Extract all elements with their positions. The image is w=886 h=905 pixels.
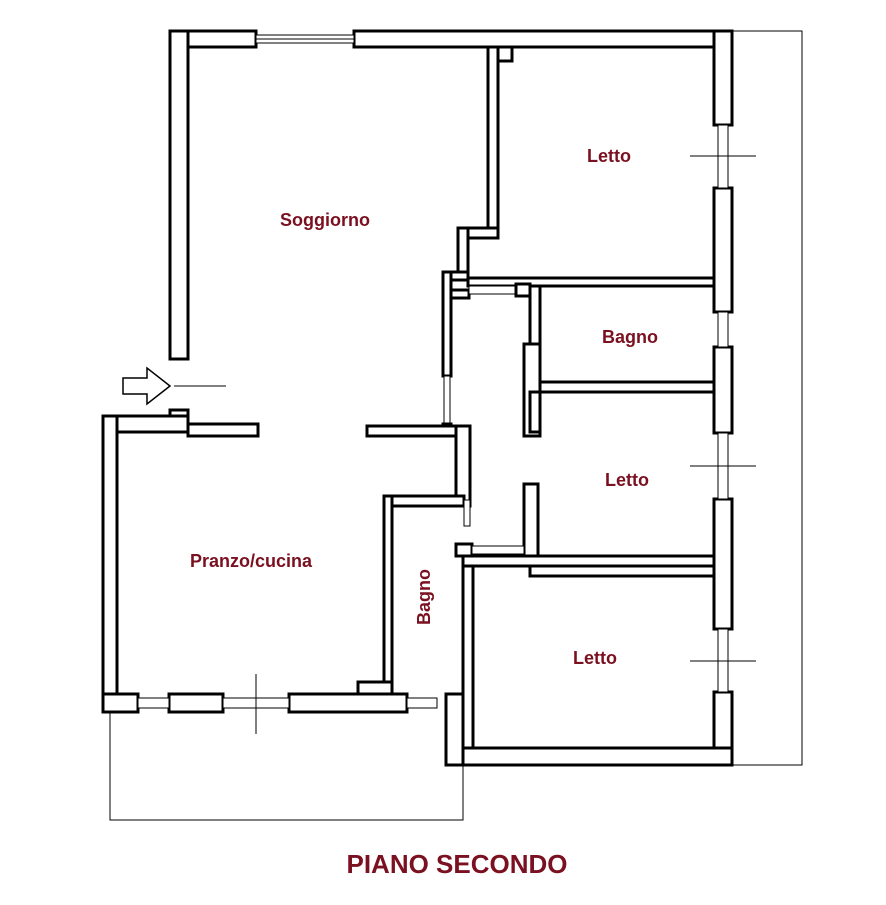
room-label-bagno-2: Bagno bbox=[414, 569, 434, 625]
interior-walls bbox=[186, 45, 716, 750]
room-label-letto-3: Letto bbox=[573, 648, 617, 668]
room-label-letto-1: Letto bbox=[587, 146, 631, 166]
room-label-letto-2: Letto bbox=[605, 470, 649, 490]
exterior-walls bbox=[101, 29, 734, 767]
room-label-soggiorno: Soggiorno bbox=[280, 210, 370, 230]
arrow-right-icon bbox=[122, 366, 172, 406]
room-label-pranzo-cucina: Pranzo/cucina bbox=[190, 551, 313, 571]
plan-title: PIANO SECONDO bbox=[346, 849, 567, 879]
window-marks bbox=[174, 155, 756, 734]
room-label-bagno-1: Bagno bbox=[602, 327, 658, 347]
balcony-outline bbox=[109, 30, 803, 821]
